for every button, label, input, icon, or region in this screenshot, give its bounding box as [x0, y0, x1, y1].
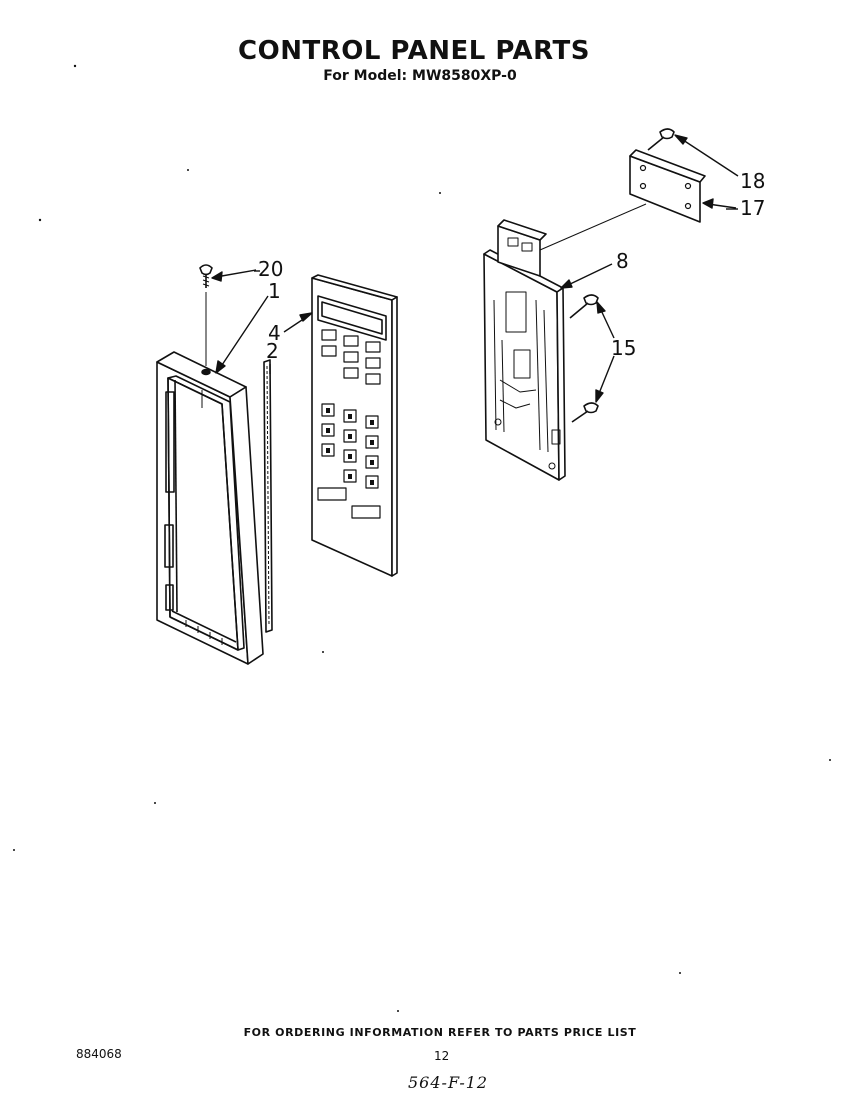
mounting-plate: [629, 149, 706, 223]
callout-8: 8: [616, 249, 629, 273]
screw-20: [199, 264, 213, 366]
leader-lines: [211, 134, 739, 403]
handwritten-reference: 564-F-12: [408, 1073, 489, 1092]
callout-1: 1: [268, 279, 281, 303]
document-number: 884068: [76, 1047, 122, 1061]
gasket-strip: [263, 359, 273, 633]
control-panel-frame: [156, 351, 264, 665]
ordering-info-note: FOR ORDERING INFORMATION REFER TO PARTS …: [243, 1026, 637, 1039]
model-line: For Model: MW8580XP-0: [323, 68, 517, 84]
scan-specks: [13, 64, 831, 1012]
control-board: [483, 219, 566, 481]
callout-4: 4: [268, 321, 281, 345]
callout-20: 20: [258, 257, 283, 281]
callout-17: 17: [740, 196, 765, 220]
page-title: CONTROL PANEL PARTS: [238, 36, 590, 66]
screws-15: [569, 294, 599, 423]
screw-18: [647, 128, 675, 151]
page-number: 12: [434, 1049, 450, 1063]
callout-labels: 20 1 2 4 8 15 18 17: [258, 169, 765, 363]
touch-control-panel: [311, 274, 398, 577]
callout-18: 18: [740, 169, 765, 193]
callout-2: 2: [266, 339, 279, 363]
callout-15: 15: [611, 336, 636, 360]
